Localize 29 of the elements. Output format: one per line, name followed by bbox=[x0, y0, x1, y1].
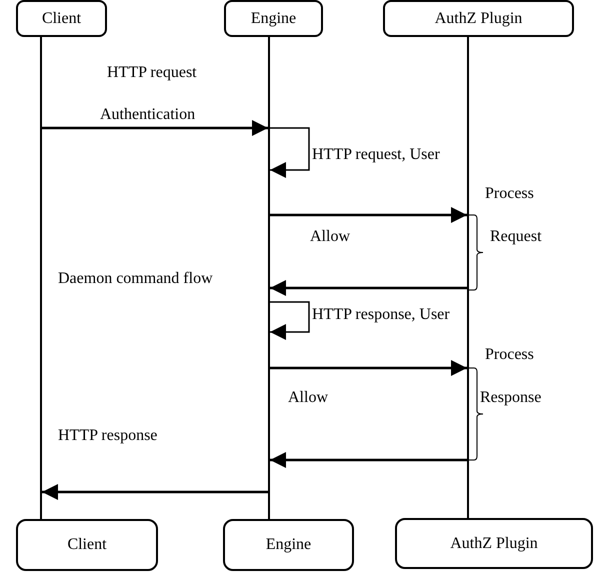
lifeline bbox=[467, 37, 469, 518]
arrow bbox=[42, 120, 268, 136]
participant-box: AuthZ Plugin bbox=[395, 518, 593, 569]
message-label: HTTP request bbox=[107, 64, 197, 82]
lifeline bbox=[268, 37, 270, 519]
arrow bbox=[270, 280, 467, 296]
message-label: Allow bbox=[288, 389, 328, 407]
message-label: HTTP request, User bbox=[312, 146, 440, 164]
lifeline bbox=[40, 37, 42, 519]
message-label: Response bbox=[480, 389, 542, 407]
arrow bbox=[42, 484, 268, 500]
participant-box: Client bbox=[16, 519, 158, 571]
participant-box: Engine bbox=[224, 0, 323, 37]
message-label: Request bbox=[490, 228, 542, 246]
participant-box: Client bbox=[16, 0, 107, 37]
message-label: HTTP response, User bbox=[312, 306, 450, 324]
arrow bbox=[270, 301, 310, 340]
message-label: Allow bbox=[310, 228, 350, 246]
participant-box: Engine bbox=[223, 519, 354, 571]
arrow bbox=[270, 360, 467, 376]
message-label: Authentication bbox=[100, 106, 196, 124]
message-label: HTTP response bbox=[58, 427, 158, 445]
arrow bbox=[270, 207, 467, 223]
arrow bbox=[270, 127, 310, 178]
participant-box: AuthZ Plugin bbox=[383, 0, 574, 37]
message-label: Process bbox=[485, 185, 534, 203]
message-label: Process bbox=[485, 346, 534, 364]
message-label: Daemon command flow bbox=[58, 270, 213, 288]
arrow bbox=[270, 452, 467, 468]
